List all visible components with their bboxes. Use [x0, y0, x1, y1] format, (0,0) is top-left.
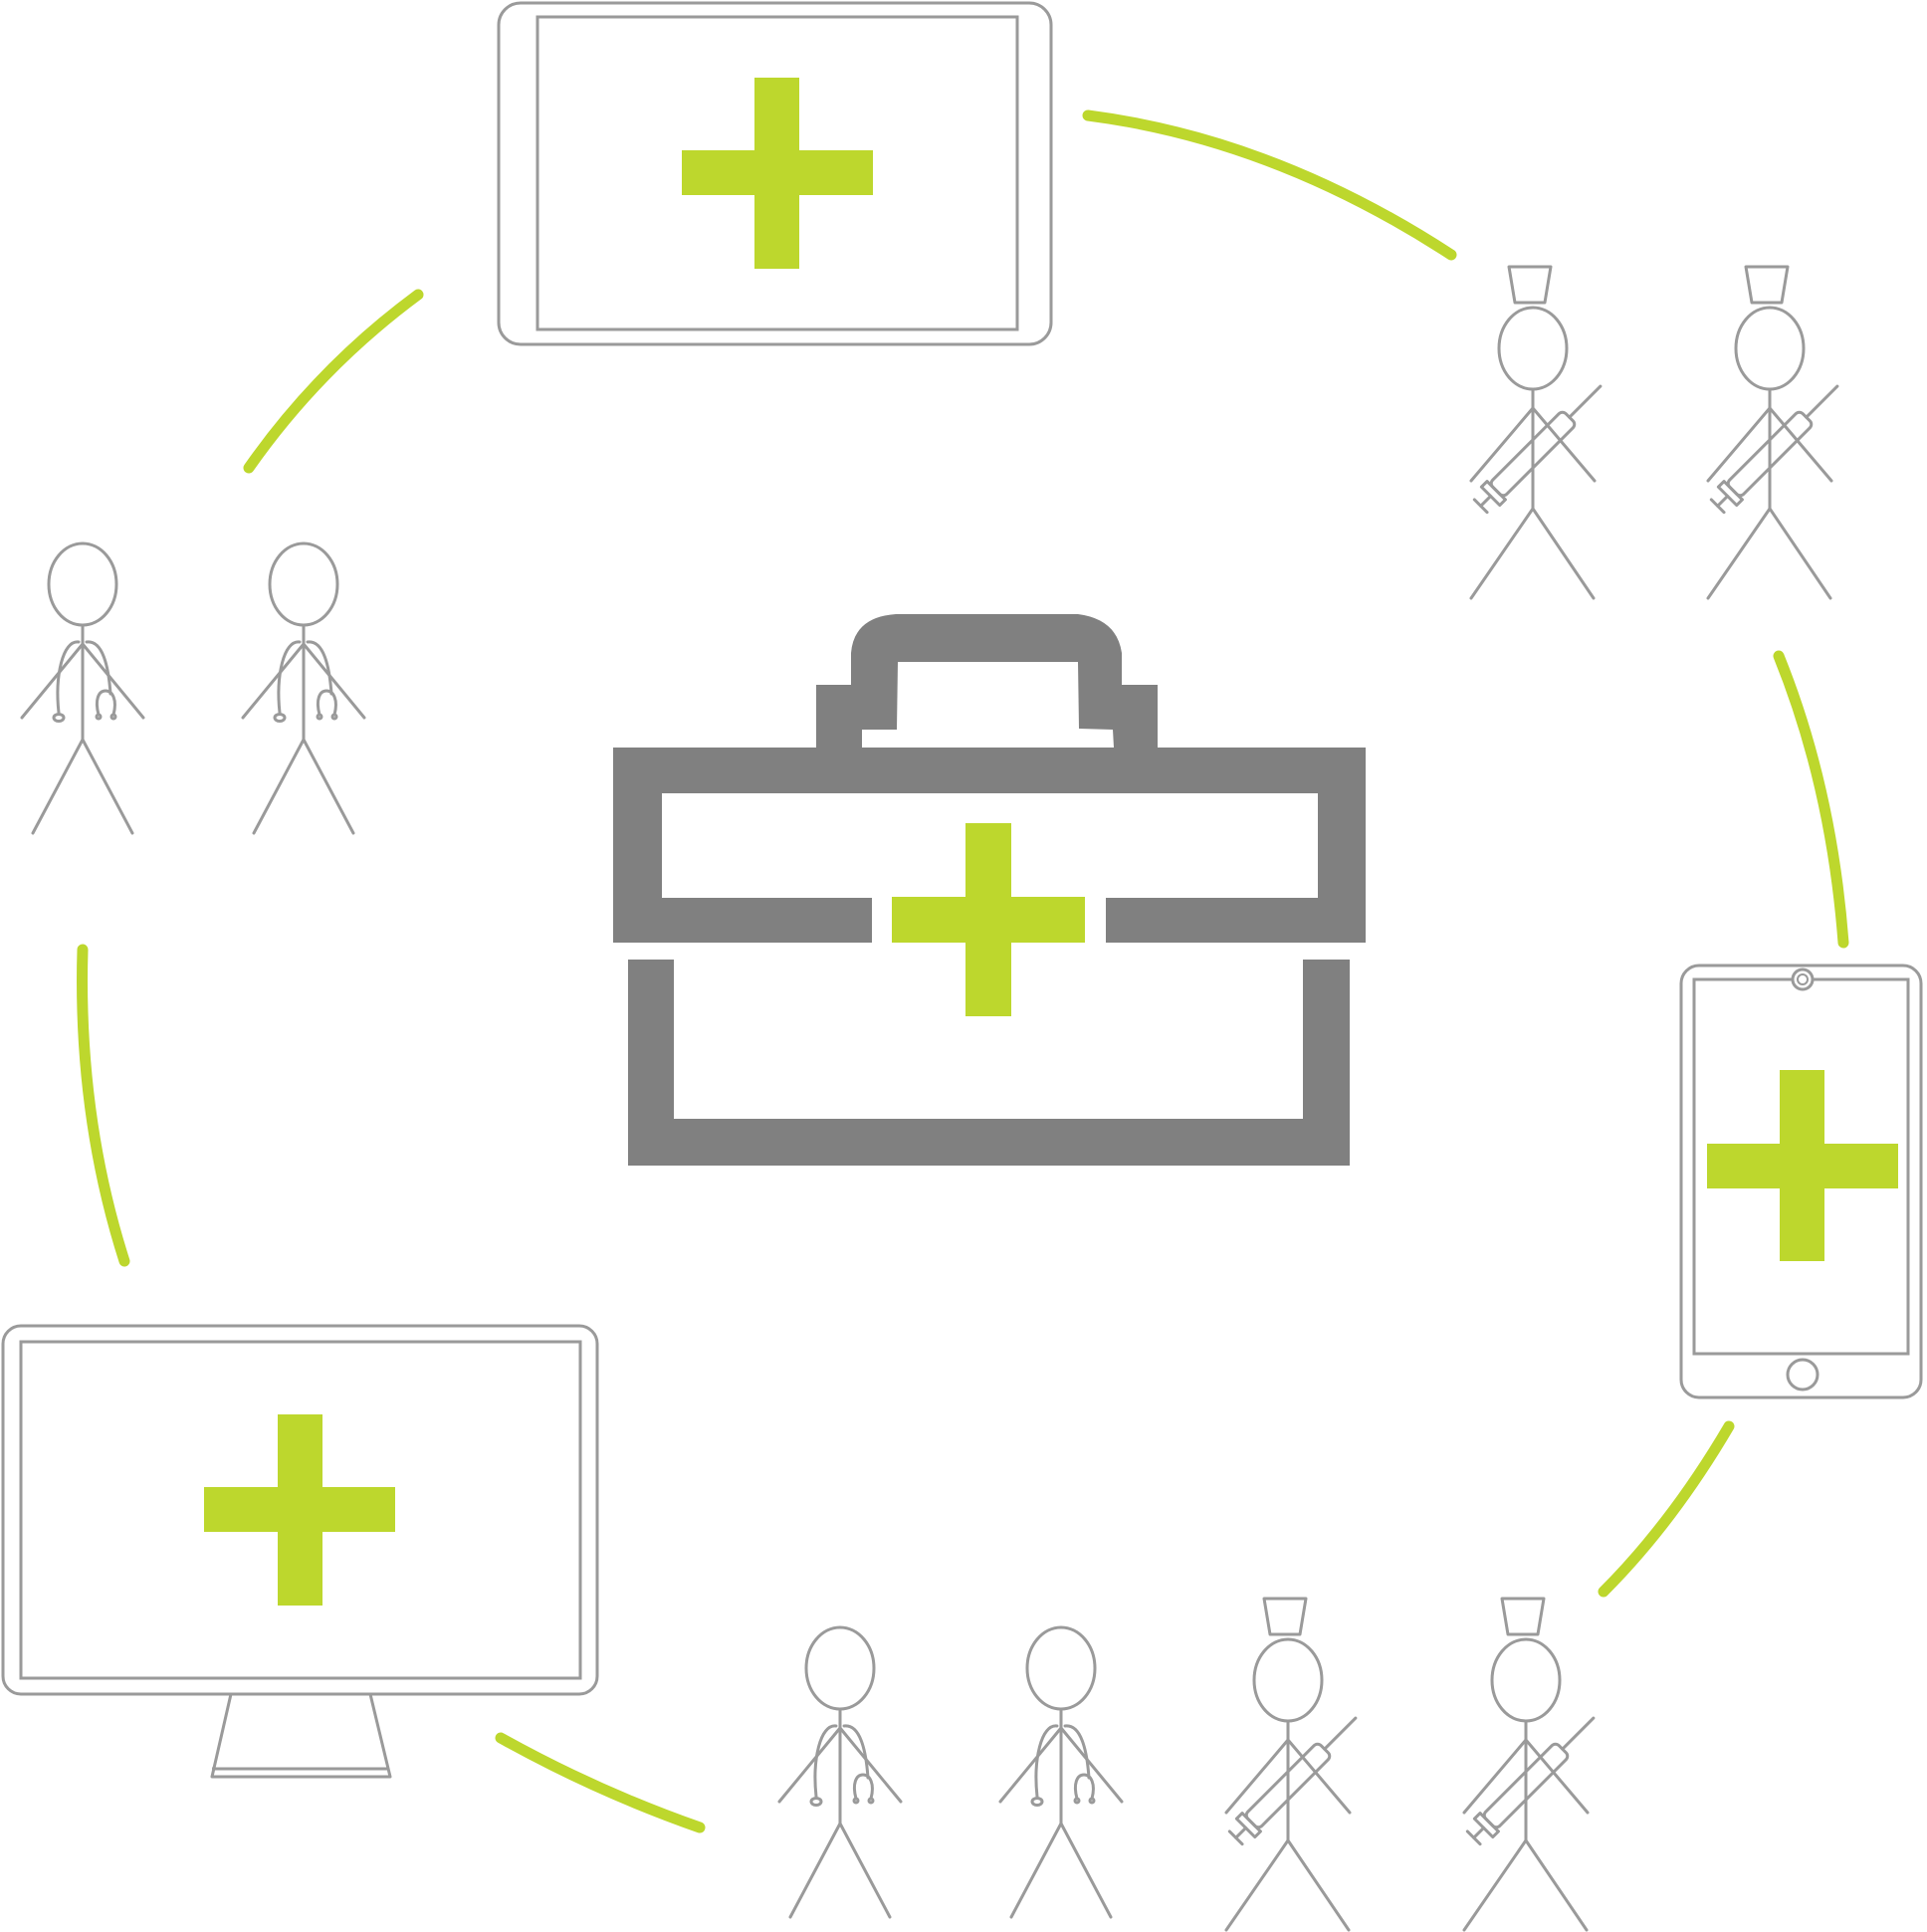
connector-arcs	[77, 109, 1849, 1833]
plus-cross-icon	[892, 823, 1085, 1016]
medical-kit-icon	[613, 614, 1366, 1166]
nurse-syringe-icon	[1706, 265, 1848, 600]
doctor-stethoscope-icon	[241, 541, 366, 835]
nurse-syringe-icon	[1469, 265, 1611, 600]
doctor-stethoscope-icon	[777, 1625, 903, 1919]
people-group-doctors-bottom	[777, 1625, 1124, 1919]
nurse-syringe-icon	[1224, 1597, 1367, 1932]
doctor-stethoscope-icon	[998, 1625, 1124, 1919]
plus-cross-icon	[1707, 1070, 1898, 1261]
doctor-stethoscope-icon	[20, 541, 145, 835]
people-group-doctors-left	[20, 541, 366, 835]
people-group-nurses-bottom	[1224, 1597, 1605, 1932]
smartphone-icon	[1679, 964, 1923, 1399]
connector-arc-4	[1598, 1420, 1735, 1598]
nurse-syringe-icon	[1462, 1597, 1605, 1932]
people-group-nurses-top	[1469, 265, 1848, 600]
connector-arc-5	[495, 1732, 706, 1833]
connector-arc-3	[1773, 650, 1849, 949]
connector-arc-1	[243, 289, 424, 474]
tablet-landscape-icon	[497, 1, 1053, 346]
plus-cross-icon	[204, 1414, 395, 1606]
connector-arc-6	[77, 944, 130, 1267]
plus-cross-icon	[682, 78, 873, 269]
desktop-monitor-icon	[1, 1324, 599, 1779]
connector-arc-2	[1082, 109, 1457, 261]
